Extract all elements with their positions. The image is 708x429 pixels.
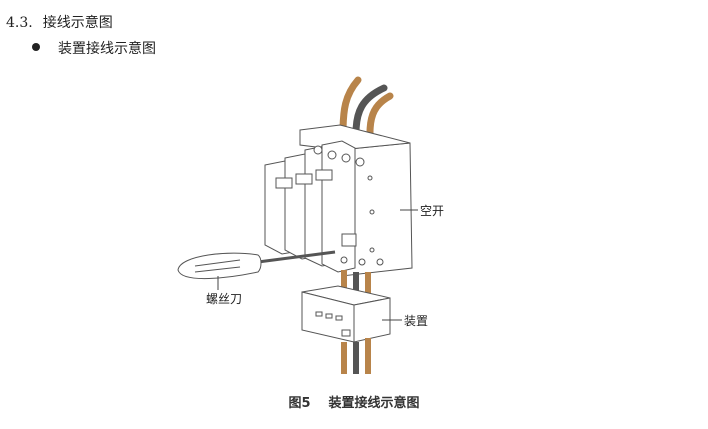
device-slot-3 <box>335 315 343 321</box>
device-slot-2 <box>325 313 333 319</box>
bottom-wires <box>341 338 371 374</box>
screwdriver-shaft <box>257 250 336 264</box>
toggle-2 <box>295 173 313 185</box>
screw-2 <box>327 150 337 160</box>
figure-caption: 图5 装置接线示意图 <box>0 392 708 411</box>
side-dot-3 <box>369 247 375 253</box>
section-heading: 4.3. 接线示意图 <box>6 12 113 32</box>
section-number: 4.3. <box>6 15 33 31</box>
breaker-window <box>341 233 357 247</box>
leader-lines <box>217 209 418 321</box>
bullet-item: 装置接线示意图 <box>32 38 156 58</box>
device-port <box>341 329 351 337</box>
figure-number: 图5 <box>288 396 311 411</box>
device-side <box>353 297 391 343</box>
top-wire-middle <box>352 84 388 137</box>
device-box <box>301 285 391 343</box>
toggle-1 <box>275 177 293 189</box>
side-dot-2 <box>369 209 375 215</box>
top-wire-right <box>366 92 394 137</box>
handle-groove-2 <box>194 266 241 273</box>
screw-4 <box>355 157 365 167</box>
bullet-text: 装置接线示意图 <box>58 41 156 57</box>
handle-groove-1 <box>194 259 241 267</box>
top-wires <box>339 76 394 137</box>
bottom-screw-1 <box>340 256 348 264</box>
screw-1 <box>313 145 323 155</box>
label-screwdriver: 螺丝刀 <box>206 292 243 306</box>
circuit-breaker <box>264 124 413 277</box>
bottom-screw-2 <box>358 258 366 266</box>
screw-3 <box>341 153 351 163</box>
side-dot-1 <box>367 175 373 181</box>
screwdriver <box>177 250 336 279</box>
label-breaker: 空开 <box>420 204 445 218</box>
bottom-screw-3 <box>376 258 384 266</box>
toggle-3 <box>315 169 333 181</box>
section-title: 接线示意图 <box>42 15 113 31</box>
label-device: 装置 <box>404 314 429 328</box>
bullet-dot-icon <box>32 43 40 51</box>
device-slot-1 <box>315 311 323 317</box>
figure-caption-text: 装置接线示意图 <box>328 396 420 411</box>
screwdriver-handle <box>177 252 262 279</box>
